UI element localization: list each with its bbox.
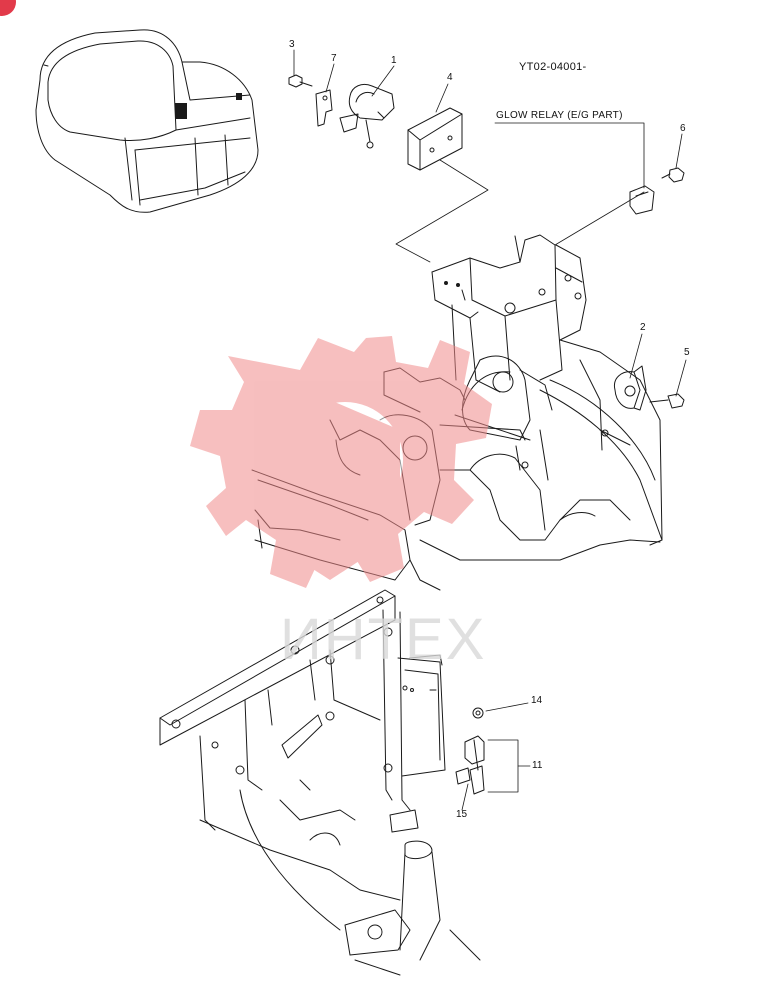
part-label-4: 4 [447, 72, 453, 83]
part-label-6: 6 [680, 123, 686, 134]
watermark-logo [190, 336, 492, 588]
part-label-1: 1 [391, 55, 397, 66]
watermark-text: ИНТЕХ [280, 607, 487, 672]
drawing-code: YT02-04001- [519, 61, 587, 73]
part-3-bolt [288, 74, 313, 88]
glow-relay [629, 185, 655, 215]
part-5-bolt [649, 393, 685, 409]
leader-lines [293, 49, 687, 811]
part-label-2: 2 [640, 322, 646, 333]
part-2-horn [613, 365, 647, 411]
lower-frame [159, 589, 481, 976]
glow-relay-callout: GLOW RELAY (E/G PART) [496, 110, 623, 121]
part-label-11: 11 [532, 760, 543, 771]
part-label-14: 14 [531, 695, 543, 706]
cab-illustration [35, 29, 259, 213]
part-label-5: 5 [684, 347, 690, 358]
part-1-relay [339, 83, 395, 149]
part-label-7: 7 [331, 53, 337, 64]
part-label-3: 3 [289, 39, 295, 50]
part-11-assembly [455, 735, 485, 795]
part-4-box [407, 107, 463, 171]
part-6-bolt [661, 167, 685, 183]
part-14-nut [472, 707, 484, 719]
part-7-bracket [315, 89, 333, 127]
part-label-15: 15 [456, 809, 468, 820]
